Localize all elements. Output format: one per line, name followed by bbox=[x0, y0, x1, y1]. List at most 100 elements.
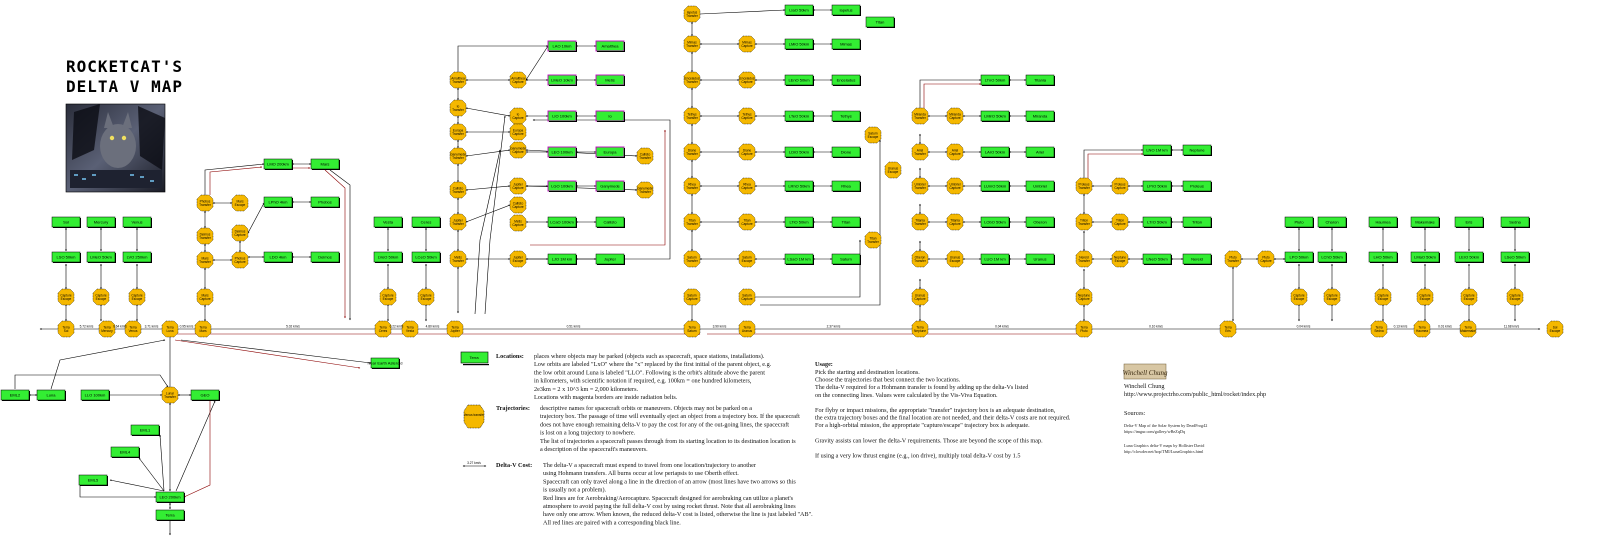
svg-text:Terra: Terra bbox=[743, 325, 750, 329]
svg-text:Terra: Terra bbox=[451, 325, 458, 329]
svg-text:Deimos: Deimos bbox=[200, 232, 211, 236]
transfer-line bbox=[755, 239, 861, 298]
source2-url[interactable]: http://clowder.net/hop/TMI/LunaGraphics.… bbox=[1124, 449, 1204, 454]
svg-text:Jupiter: Jupiter bbox=[513, 255, 524, 259]
svg-text:Transfer: Transfer bbox=[1078, 186, 1091, 190]
aerobrake-line bbox=[324, 169, 346, 319]
svg-text:LCeO 50km: LCeO 50km bbox=[415, 254, 437, 259]
nep-loc-0: Neptune bbox=[1182, 144, 1212, 156]
svg-text:Neptune: Neptune bbox=[1189, 147, 1205, 152]
svg-text:Capture: Capture bbox=[512, 116, 524, 120]
lpho: LPhO 4km bbox=[263, 196, 293, 208]
svg-text:Haumea: Haumea bbox=[1375, 219, 1391, 224]
svg-text:Makemake: Makemake bbox=[1460, 329, 1476, 333]
svg-text:Capture: Capture bbox=[741, 297, 753, 301]
svg-text:Nereid: Nereid bbox=[1191, 256, 1203, 261]
aerobrake-line bbox=[530, 129, 666, 246]
ura-low-3: LUmO 50km bbox=[980, 180, 1010, 192]
legend-dv-line: have only one arrow. When known, the red… bbox=[543, 511, 813, 518]
low-orbit-0: LSO 50km bbox=[51, 251, 81, 263]
transfer-line bbox=[465, 185, 511, 191]
svg-text:Haumea: Haumea bbox=[1416, 329, 1428, 333]
svg-text:Transfer: Transfer bbox=[452, 222, 465, 226]
svg-text:Mimas: Mimas bbox=[742, 40, 752, 44]
axis-dv-label: 0.10 km/s bbox=[1149, 325, 1163, 329]
svg-text:Capture: Capture bbox=[741, 116, 753, 120]
svg-text:Miranda: Miranda bbox=[1033, 113, 1048, 118]
svg-text:Callisto: Callisto bbox=[453, 186, 464, 190]
transfer-line bbox=[465, 107, 511, 117]
svg-text:Capture: Capture bbox=[741, 152, 753, 156]
svg-text:Oberon: Oberon bbox=[1033, 219, 1046, 224]
sat-low-5: LRhO 50km bbox=[784, 180, 814, 192]
legend-location-line: the low orbit around Luna is labeled "LL… bbox=[534, 369, 765, 376]
svg-text:Terra: Terra bbox=[916, 325, 923, 329]
svg-text:Sedna: Sedna bbox=[1374, 329, 1383, 333]
svg-text:Tethys: Tethys bbox=[742, 112, 752, 116]
svg-text:Luna: Luna bbox=[47, 392, 57, 397]
svg-text:Terra: Terra bbox=[129, 325, 136, 329]
svg-text:LAO 10km: LAO 10km bbox=[553, 43, 573, 48]
geo: GEO bbox=[190, 389, 220, 401]
sources-title: Sources: bbox=[1124, 410, 1146, 417]
source1-url[interactable]: https://imgur.com/gallery/wBeZqDq bbox=[1124, 429, 1186, 434]
svg-text:LTnO 50km: LTnO 50km bbox=[985, 77, 1006, 82]
svg-text:Umbriel: Umbriel bbox=[950, 182, 961, 186]
svg-text:Capture: Capture bbox=[60, 293, 72, 297]
svg-text:Titan: Titan bbox=[842, 219, 851, 224]
leo: LEO 200km bbox=[155, 491, 185, 503]
svg-text:Jupiter: Jupiter bbox=[453, 218, 464, 222]
axis-dv-label: 0.95 km/s bbox=[180, 325, 194, 329]
credit-url[interactable]: http://www.projectrho.com/public_html/ro… bbox=[1124, 391, 1266, 398]
svg-text:Escape: Escape bbox=[1378, 297, 1389, 301]
svg-text:Capture: Capture bbox=[1326, 293, 1338, 297]
ura-low-0: LTnO 50km bbox=[980, 74, 1010, 86]
legend-trajectory-title: Trajectories: bbox=[496, 405, 530, 412]
low-orbit-7: LHO 50km bbox=[1368, 251, 1398, 263]
svg-text:LPhO 4km: LPhO 4km bbox=[269, 199, 289, 204]
location-0: Sol bbox=[51, 216, 81, 228]
svg-text:Venus: Venus bbox=[129, 329, 138, 333]
terra: Terra bbox=[155, 509, 185, 521]
axis-dv-label: 0.51 km/s bbox=[567, 325, 581, 329]
usage-line: The delta-V required for a Hohmann trans… bbox=[815, 384, 1029, 391]
jup-loc-0: Amalthea bbox=[595, 40, 625, 52]
legend-trajectory-line: is lost on a long trajectory to nowhere. bbox=[540, 430, 636, 437]
svg-text:Terra: Terra bbox=[1080, 325, 1087, 329]
svg-text:LPrO 50km: LPrO 50km bbox=[1147, 183, 1168, 188]
eml1: EML1 bbox=[130, 424, 160, 436]
svg-text:Saturn: Saturn bbox=[687, 255, 697, 259]
svg-text:GEO: GEO bbox=[201, 392, 210, 397]
svg-text:Neptune: Neptune bbox=[914, 329, 926, 333]
svg-text:Mars: Mars bbox=[236, 199, 243, 203]
low-orbit-2: LVO 250km bbox=[122, 251, 152, 263]
legend-sample-box: Terra bbox=[469, 355, 479, 360]
legend-trajectory-line: The list of trajectories a spacecraft pa… bbox=[540, 438, 796, 445]
nep-low-2: LTrO 50km bbox=[1142, 216, 1172, 228]
svg-text:Ganymede: Ganymede bbox=[600, 183, 620, 188]
jup-low-0: LAO 10km bbox=[547, 40, 577, 52]
svg-text:Transfer: Transfer bbox=[639, 190, 652, 194]
svg-text:Sol: Sol bbox=[63, 219, 69, 224]
svg-text:Capture: Capture bbox=[741, 186, 753, 190]
svg-text:Transfer: Transfer bbox=[686, 80, 699, 84]
usage-title: Usage: bbox=[815, 361, 833, 368]
low-orbit-3: LVeO 50km bbox=[373, 251, 403, 263]
svg-text:LMirO 50km: LMirO 50km bbox=[984, 113, 1006, 118]
svg-text:Capture: Capture bbox=[1377, 293, 1389, 297]
location-3: Vesta bbox=[373, 216, 403, 228]
svg-text:LUmO 50km: LUmO 50km bbox=[984, 183, 1007, 188]
